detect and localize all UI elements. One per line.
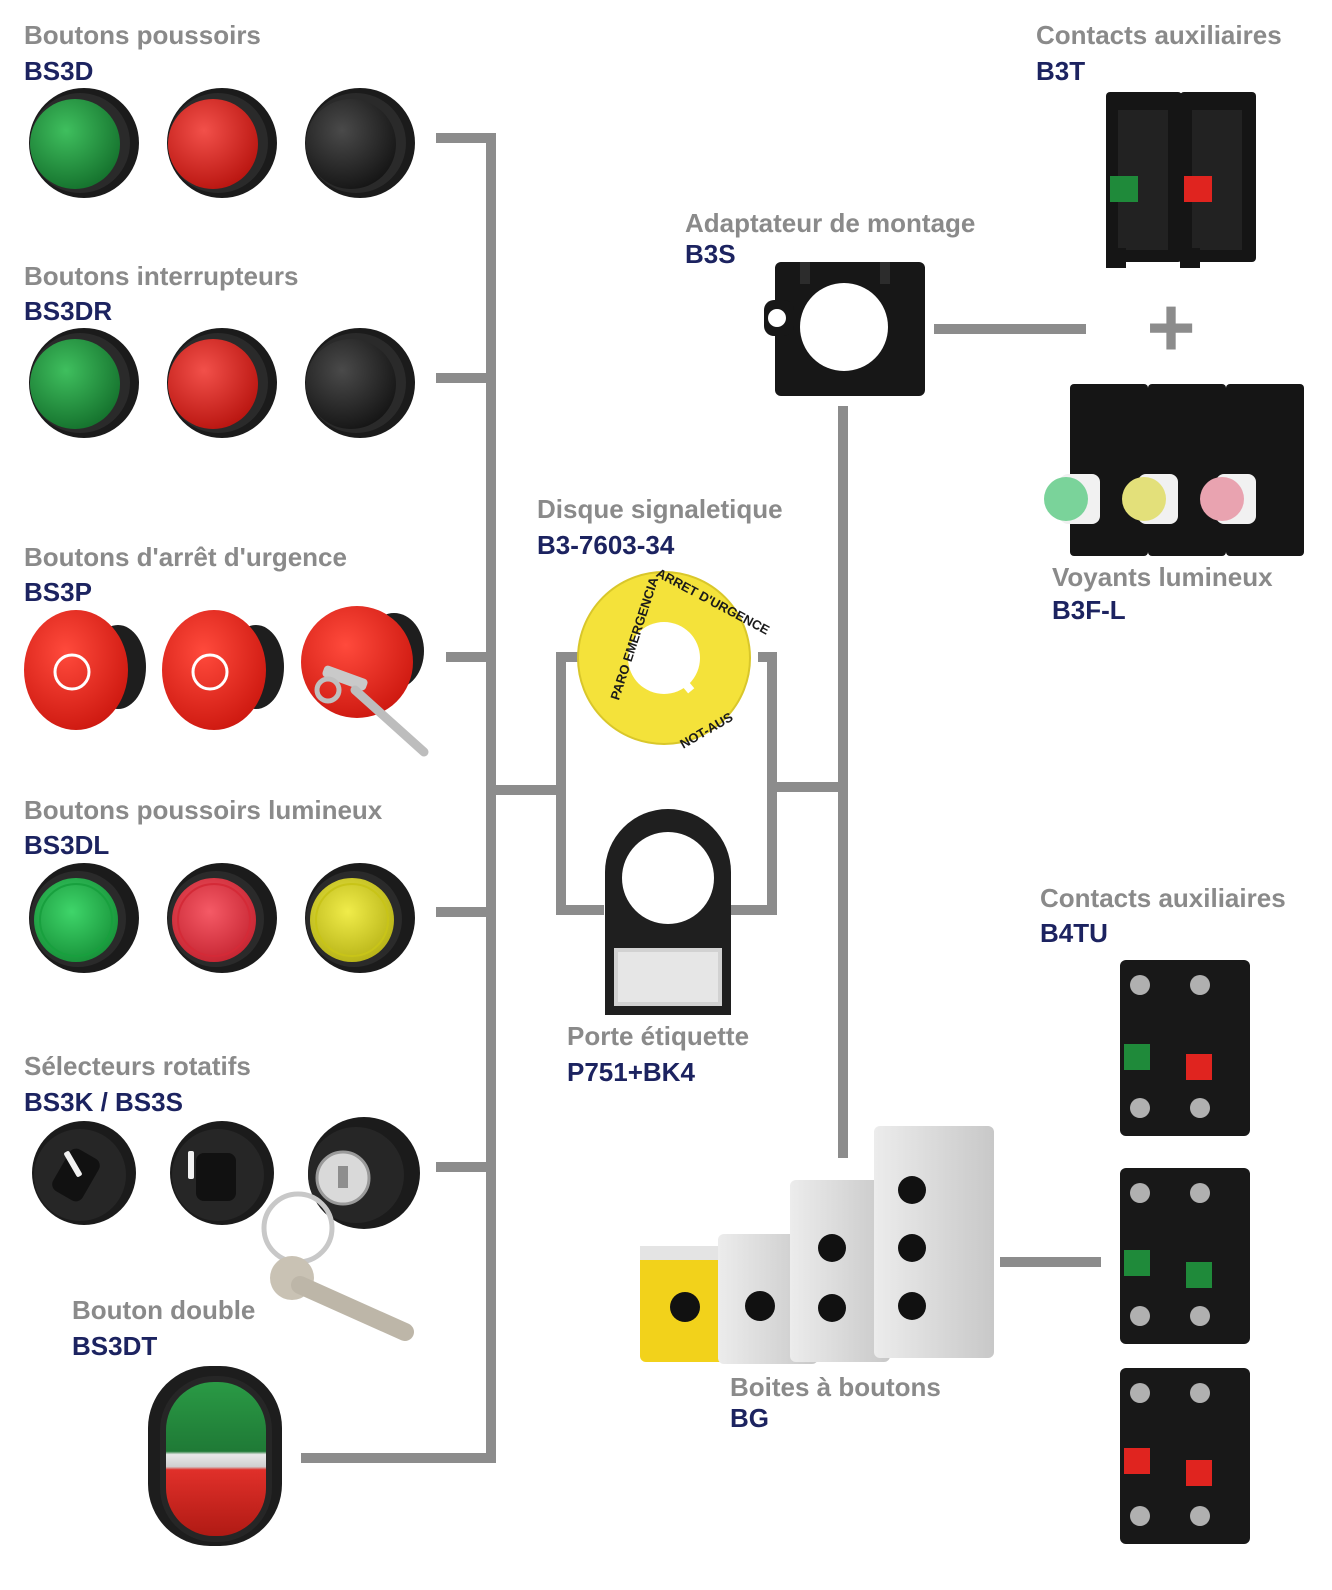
pilot-lights-code: B3F-L [1052,595,1126,625]
illuminated-buttons-code: BS3DL [24,830,109,860]
green-push-button-icon [29,88,139,198]
contact-block-icon [1120,1368,1250,1544]
button-boxes-title: Boites à boutons [730,1372,941,1402]
red-switch-button-icon [167,328,277,438]
rotary-selector-icon [32,1121,136,1225]
emergency-buttons-title: Boutons d'arrêt d'urgence [24,542,347,572]
aux-contacts-b3t-images [1106,92,1256,268]
labels: Boutons poussoirs BS3D Boutons interrupt… [24,20,1286,1433]
mounting-adapter-title: Adaptateur de montage [685,208,975,238]
illuminated-buttons-title: Boutons poussoirs lumineux [24,795,383,825]
legend-disc-code: B3-7603-34 [537,530,675,560]
double-button-title: Bouton double [72,1295,255,1325]
switch-buttons-title: Boutons interrupteurs [24,261,298,291]
grey-box-three [874,1126,994,1358]
yellow-box [640,1246,740,1362]
switch-buttons-code: BS3DR [24,296,112,326]
contact-block-icon [1120,1168,1250,1344]
legend-disc-title: Disque signaletique [537,494,783,524]
label-holder-title: Porte étiquette [567,1021,749,1051]
label-holder-code: P751+BK4 [567,1057,695,1087]
button-boxes-icon [640,1126,994,1364]
red-key-mushroom-button-icon [301,606,429,757]
double-button-code: BS3DT [72,1331,157,1361]
grey-box-two [790,1180,890,1362]
led-block-icon [1044,384,1148,556]
aux-contacts-b3t-title: Contacts auxiliaires [1036,20,1282,50]
contact-block-nc-icon [1180,92,1256,268]
contact-block-icon [1120,960,1250,1136]
connector-lines [301,133,1101,1463]
led-block-icon [1200,384,1304,556]
pilot-lights-images [1044,384,1304,556]
red-illuminated-button-icon [167,863,277,973]
aux-contacts-b4tu-title: Contacts auxiliaires [1040,883,1286,913]
aux-contacts-b3t-code: B3T [1036,56,1085,86]
red-mushroom-button-icon [162,610,284,730]
push-buttons-code: BS3D [24,56,93,86]
black-switch-button-icon [305,328,415,438]
label-holder-icon [605,809,731,1015]
selectors-title: Sélecteurs rotatifs [24,1051,251,1081]
key-selector-icon [261,1117,420,1341]
illuminated-buttons-row [29,863,415,973]
aux-contacts-b4tu-code: B4TU [1040,918,1108,948]
mounting-adapter-code: B3S [685,239,736,269]
emergency-buttons-row [24,606,429,757]
red-mushroom-button-icon [24,610,146,730]
yellow-illuminated-button-icon [305,863,415,973]
black-push-button-icon [305,88,415,198]
mounting-adapter-icon [764,262,925,396]
selectors-row [32,1117,420,1341]
plus-sign: + [1146,280,1195,374]
red-push-button-icon [167,88,277,198]
aux-contacts-b4tu-images [1120,960,1250,1544]
pilot-lights-title: Voyants lumineux [1052,562,1273,592]
green-switch-button-icon [29,328,139,438]
button-boxes-code: BG [730,1403,769,1433]
double-button-icon [148,1366,282,1546]
switch-buttons-row [29,328,415,438]
emergency-buttons-code: BS3P [24,577,92,607]
rotary-selector-icon [170,1121,274,1225]
push-buttons-row [29,88,415,198]
selectors-code: BS3K / BS3S [24,1087,183,1117]
green-illuminated-button-icon [29,863,139,973]
contact-block-no-icon [1106,92,1182,268]
push-buttons-title: Boutons poussoirs [24,20,261,50]
emergency-legend-disc-icon: ARRET D'URGENCE PARO EMERGENCIA NOT-AUS [577,565,772,752]
